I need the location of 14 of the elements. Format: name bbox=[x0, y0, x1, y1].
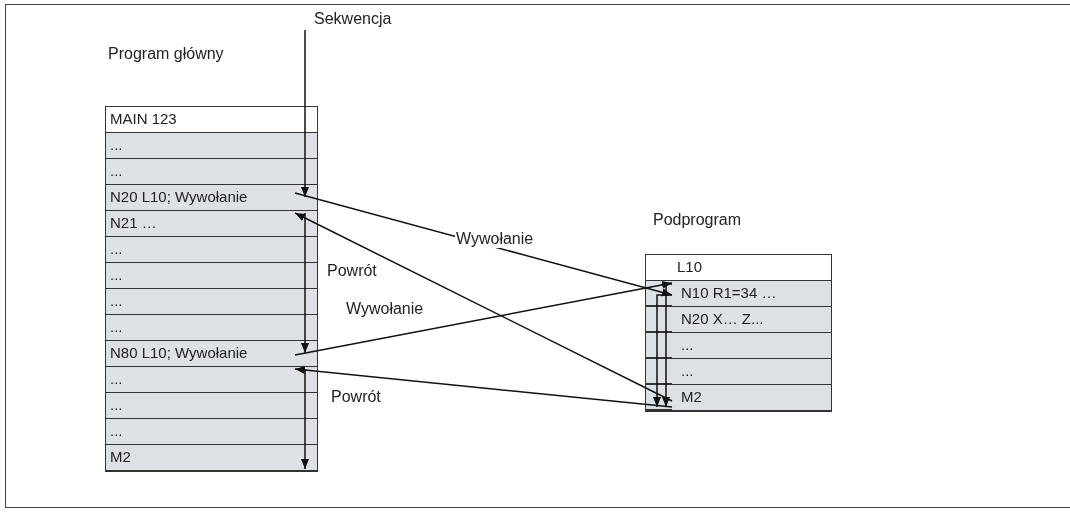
arrow bbox=[294, 192, 673, 297]
arrow bbox=[653, 294, 673, 408]
table-heading: Program główny bbox=[108, 45, 224, 63]
edge-label: Wywołanie bbox=[455, 230, 535, 248]
edge-label: Wywołanie bbox=[345, 300, 425, 318]
arrow bbox=[301, 29, 309, 198]
arrow bbox=[662, 283, 673, 408]
arrow bbox=[301, 212, 309, 354]
arrow bbox=[294, 280, 673, 356]
arrow bbox=[301, 368, 309, 470]
arrow bbox=[294, 366, 673, 408]
table-heading: Podprogram bbox=[653, 211, 742, 229]
arrow bbox=[294, 212, 673, 402]
edge-label: Sekwencja bbox=[313, 10, 393, 28]
